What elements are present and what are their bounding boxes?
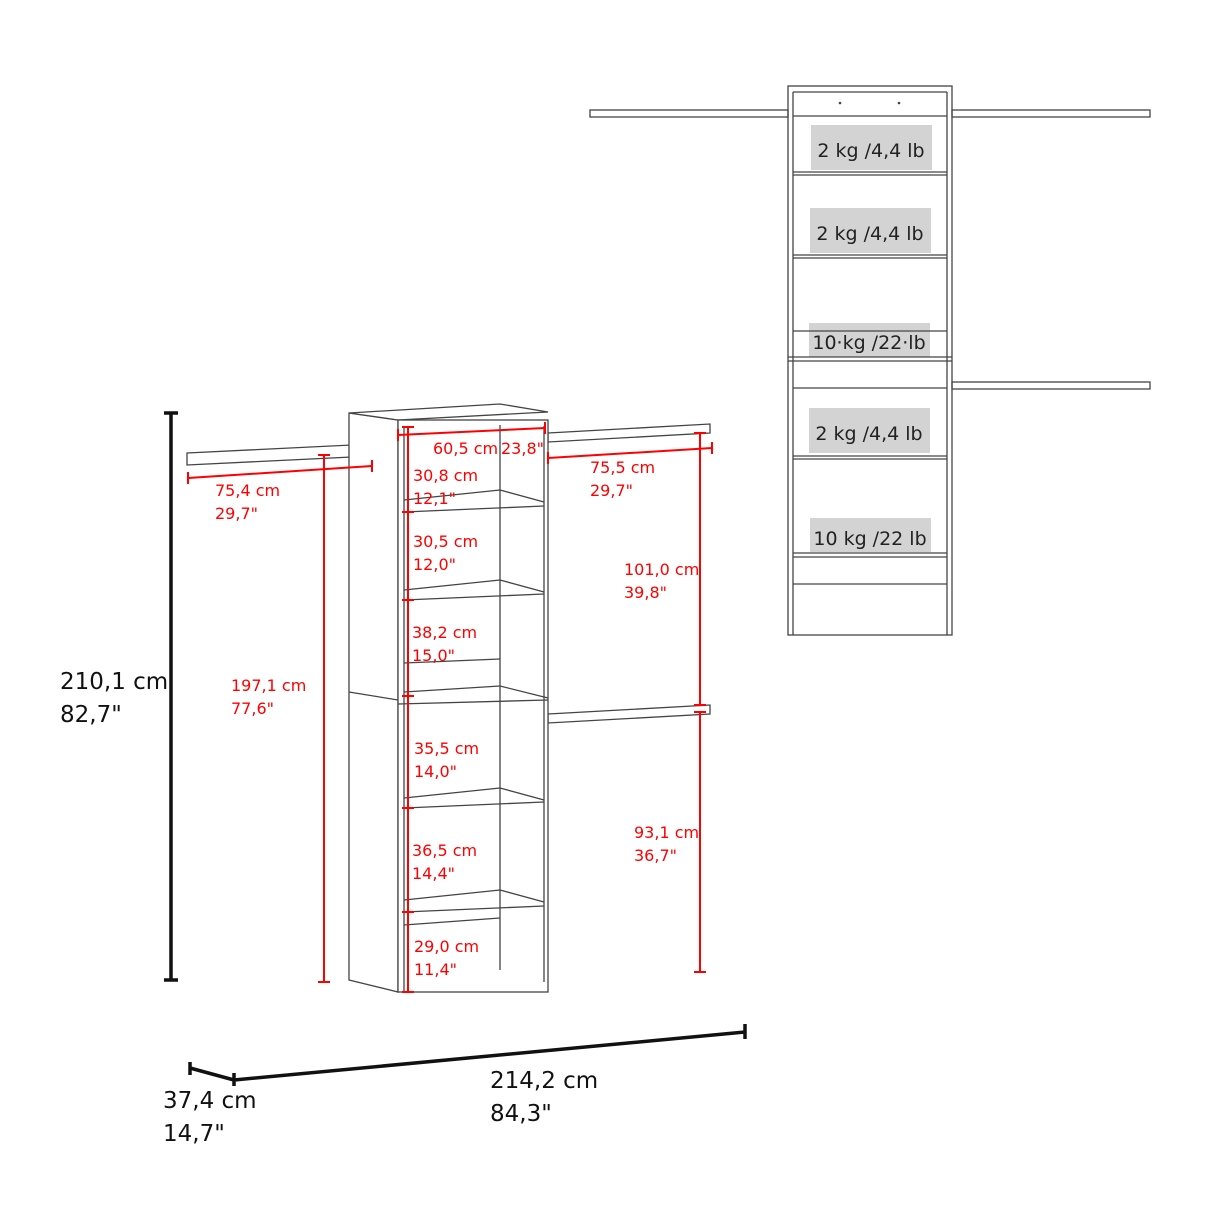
left-rod-height-cm: 197,1 cm [231,676,306,695]
left-rod [186,443,373,466]
shelf-height-in: 15,0" [412,646,455,665]
rod-gap-cm: 101,0 cm [624,560,699,579]
shelf-height-in: 11,4" [414,960,457,979]
tower-width-in: 23,8" [501,439,544,458]
load-label: 10 kg /22 lb [813,528,926,550]
overall-width-cm: 214,2 cm [490,1068,598,1094]
shelf-height-cm: 30,5 cm [413,532,478,551]
right-lower-rod [547,704,711,724]
right-upper-rod [951,109,1151,118]
lower-rod-height-cm: 93,1 cm [634,823,699,842]
perspective-view [186,403,711,993]
shelf-height-in: 12,1" [413,489,456,508]
left-rod-width-cm: 75,4 cm [215,481,280,500]
shelf-height-in: 12,0" [413,555,456,574]
right-rod-width-in: 29,7" [590,481,633,500]
top-panel [348,403,549,421]
load-label: 2 kg /4,4 lb [816,223,923,245]
side-panel [348,412,399,993]
load-label: 2 kg /4,4 lb [815,423,922,445]
shelf-height-cm: 29,0 cm [414,937,479,956]
overall-dimensions: 210,1 cm 82,7" 37,4 cm 14,7" 214,2 cm 84… [60,411,747,1147]
red-dimensions: 75,4 cm 29,7" 197,1 cm 77,6" 60,5 cm 23,… [187,422,713,993]
shelf-height-in: 14,4" [412,864,455,883]
right-lower-rod [951,381,1151,390]
lower-rod-height-in: 36,7" [634,846,677,865]
rod-gap-in: 39,8" [624,583,667,602]
shelf-height-cm: 38,2 cm [412,623,477,642]
overall-height-in: 82,7" [60,702,122,728]
shelf-height-cm: 36,5 cm [412,841,477,860]
overall-depth-cm: 37,4 cm [163,1088,257,1114]
load-label: 10·kg /22·lb [812,332,925,354]
left-rod-width-in: 29,7" [215,504,258,523]
overall-depth-in: 14,7" [163,1121,225,1147]
shelf-height-in: 14,0" [414,762,457,781]
left-rod [589,109,789,118]
left-rod-height-in: 77,6" [231,699,274,718]
right-rod-width-cm: 75,5 cm [590,458,655,477]
elevation-view: 2 kg /4,4 lb 2 kg /4,4 lb 10·kg /22·lb 2… [589,85,1151,636]
overall-height-cm: 210,1 cm [60,669,168,695]
tower-width-cm: 60,5 cm [433,439,498,458]
shelf-height-cm: 30,8 cm [413,466,478,485]
load-label: 2 kg /4,4 lb [817,140,924,162]
shelf-height-cm: 35,5 cm [414,739,479,758]
right-upper-rod [547,423,711,443]
overall-width-in: 84,3" [490,1101,552,1127]
